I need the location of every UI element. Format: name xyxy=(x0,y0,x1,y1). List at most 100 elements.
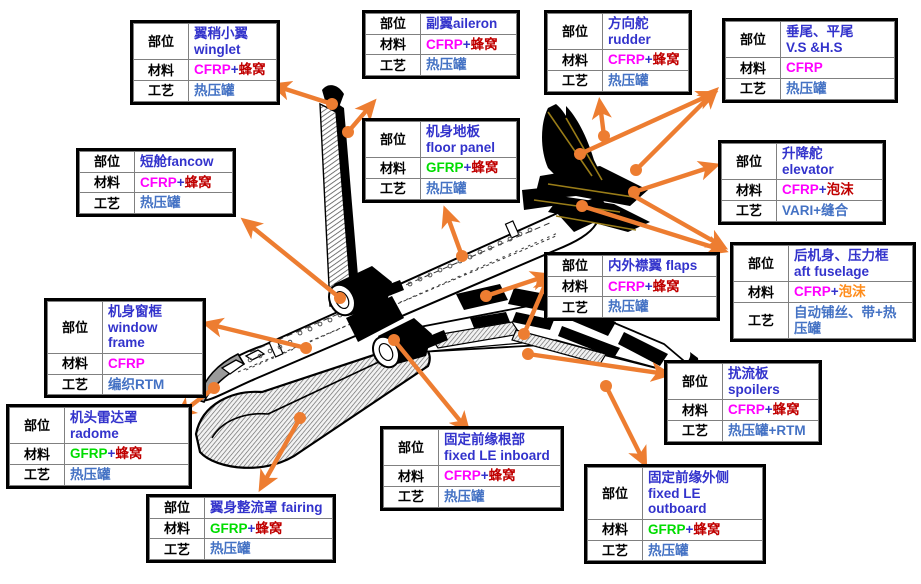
label-process: 工艺 xyxy=(733,301,789,340)
label-part: 部位 xyxy=(587,467,643,520)
label-process: 工艺 xyxy=(365,177,421,200)
label-material: 材料 xyxy=(547,49,603,71)
label-part: 部位 xyxy=(725,20,781,59)
label-process: 工艺 xyxy=(79,192,135,214)
arrow-aft-fuselage-2 xyxy=(632,194,729,250)
label-material: 材料 xyxy=(365,33,421,56)
value-part: 固定前缘根部fixed LE inboard xyxy=(438,428,561,467)
callout-flaps: 部位 内外襟翼 flaps 材料 CFRP+蜂窝 工艺 热压罐 xyxy=(544,252,720,321)
value-material: CFRP xyxy=(780,57,895,79)
label-part: 部位 xyxy=(133,22,189,61)
value-part: 内外襟翼 flaps xyxy=(602,255,717,277)
label-part: 部位 xyxy=(365,13,421,35)
value-material: GFRP+蜂窝 xyxy=(64,443,189,465)
value-material: CFRP+蜂窝 xyxy=(438,465,561,487)
label-process: 工艺 xyxy=(9,463,65,486)
label-part: 部位 xyxy=(9,406,65,445)
label-material: 材料 xyxy=(725,57,781,79)
value-material: CFRP+泡沫 xyxy=(776,179,883,201)
value-material: CFRP+蜂窝 xyxy=(722,399,819,421)
arrow-le-outboard xyxy=(604,385,648,469)
label-material: 材料 xyxy=(47,352,103,375)
value-process: VARI+缝合 xyxy=(776,199,883,222)
value-part: 副翼aileron xyxy=(420,13,517,35)
label-part: 部位 xyxy=(365,120,421,159)
value-process: 热压罐+RTM xyxy=(722,419,819,442)
label-process: 工艺 xyxy=(547,296,603,318)
value-part: 翼身整流罩 fairing xyxy=(204,497,333,519)
label-material: 材料 xyxy=(149,517,205,540)
arrow-aft-fuselage xyxy=(581,203,729,256)
value-material: CFRP+蜂窝 xyxy=(420,33,517,56)
value-process: 热压罐 xyxy=(602,69,689,92)
value-material: CFRP xyxy=(102,352,203,375)
label-material: 材料 xyxy=(9,443,65,465)
label-part: 部位 xyxy=(547,255,603,277)
value-material: CFRP+蜂窝 xyxy=(602,275,717,298)
value-process: 热压罐 xyxy=(420,54,517,76)
arrow-vs-hs xyxy=(579,90,719,157)
label-material: 材料 xyxy=(721,179,777,201)
value-process: 热压罐 xyxy=(780,77,895,100)
label-material: 材料 xyxy=(547,275,603,298)
label-process: 工艺 xyxy=(547,69,603,92)
value-process: 热压罐 xyxy=(642,539,763,562)
value-material: CFRP+蜂窝 xyxy=(188,59,277,81)
callout-le-inboard: 部位 固定前缘根部fixed LE inboard 材料 CFRP+蜂窝 工艺 … xyxy=(380,426,564,511)
label-material: 材料 xyxy=(587,518,643,541)
value-process: 热压罐 xyxy=(64,463,189,486)
value-process: 热压罐 xyxy=(188,79,277,102)
arrow-origin-dots xyxy=(208,98,642,424)
arrow-winglet xyxy=(269,80,333,107)
value-process: 热压罐 xyxy=(438,485,561,508)
label-part: 部位 xyxy=(149,497,205,519)
label-process: 工艺 xyxy=(721,199,777,222)
callout-floor-panel: 部位 机身地板 floor panel 材料 GFRP+蜂窝 工艺 热压罐 xyxy=(362,118,520,203)
value-process: 编织RTM xyxy=(102,373,203,396)
value-process: 热压罐 xyxy=(134,192,233,214)
label-part: 部位 xyxy=(721,142,777,181)
label-process: 工艺 xyxy=(383,485,439,508)
value-process: 热压罐 xyxy=(602,296,717,318)
arrow-aileron xyxy=(346,98,377,134)
label-part: 部位 xyxy=(79,151,135,173)
label-process: 工艺 xyxy=(365,54,421,76)
value-part: 短舱fancow xyxy=(134,151,233,173)
label-process: 工艺 xyxy=(133,79,189,102)
label-process: 工艺 xyxy=(667,419,723,442)
callout-fancow: 部位 短舱fancow 材料 CFRP+蜂窝 工艺 热压罐 xyxy=(76,148,236,217)
value-material: GFRP+蜂窝 xyxy=(642,518,763,541)
label-process: 工艺 xyxy=(47,373,103,396)
label-material: 材料 xyxy=(133,59,189,81)
arrow-fancow xyxy=(240,217,342,300)
callout-aileron: 部位 副翼aileron 材料 CFRP+蜂窝 工艺 热压罐 xyxy=(362,10,520,79)
arrow-spoilers xyxy=(527,351,673,382)
label-part: 部位 xyxy=(47,301,103,354)
callout-fairing: 部位 翼身整流罩 fairing 材料 GFRP+蜂窝 工艺 热压罐 xyxy=(146,494,336,563)
label-material: 材料 xyxy=(79,171,135,194)
value-material: CFRP+蜂窝 xyxy=(602,49,689,71)
arrow-hs-2 xyxy=(634,87,719,172)
arrow-fairing xyxy=(258,416,302,493)
arrow-floor-panel xyxy=(441,205,465,257)
value-process: 自动铺丝、带+热压罐 xyxy=(788,301,913,340)
arrow-flaps xyxy=(485,271,553,299)
value-part: 机身地板 floor panel xyxy=(420,120,517,159)
value-material: CFRP+泡沫 xyxy=(788,281,913,303)
label-material: 材料 xyxy=(383,465,439,487)
